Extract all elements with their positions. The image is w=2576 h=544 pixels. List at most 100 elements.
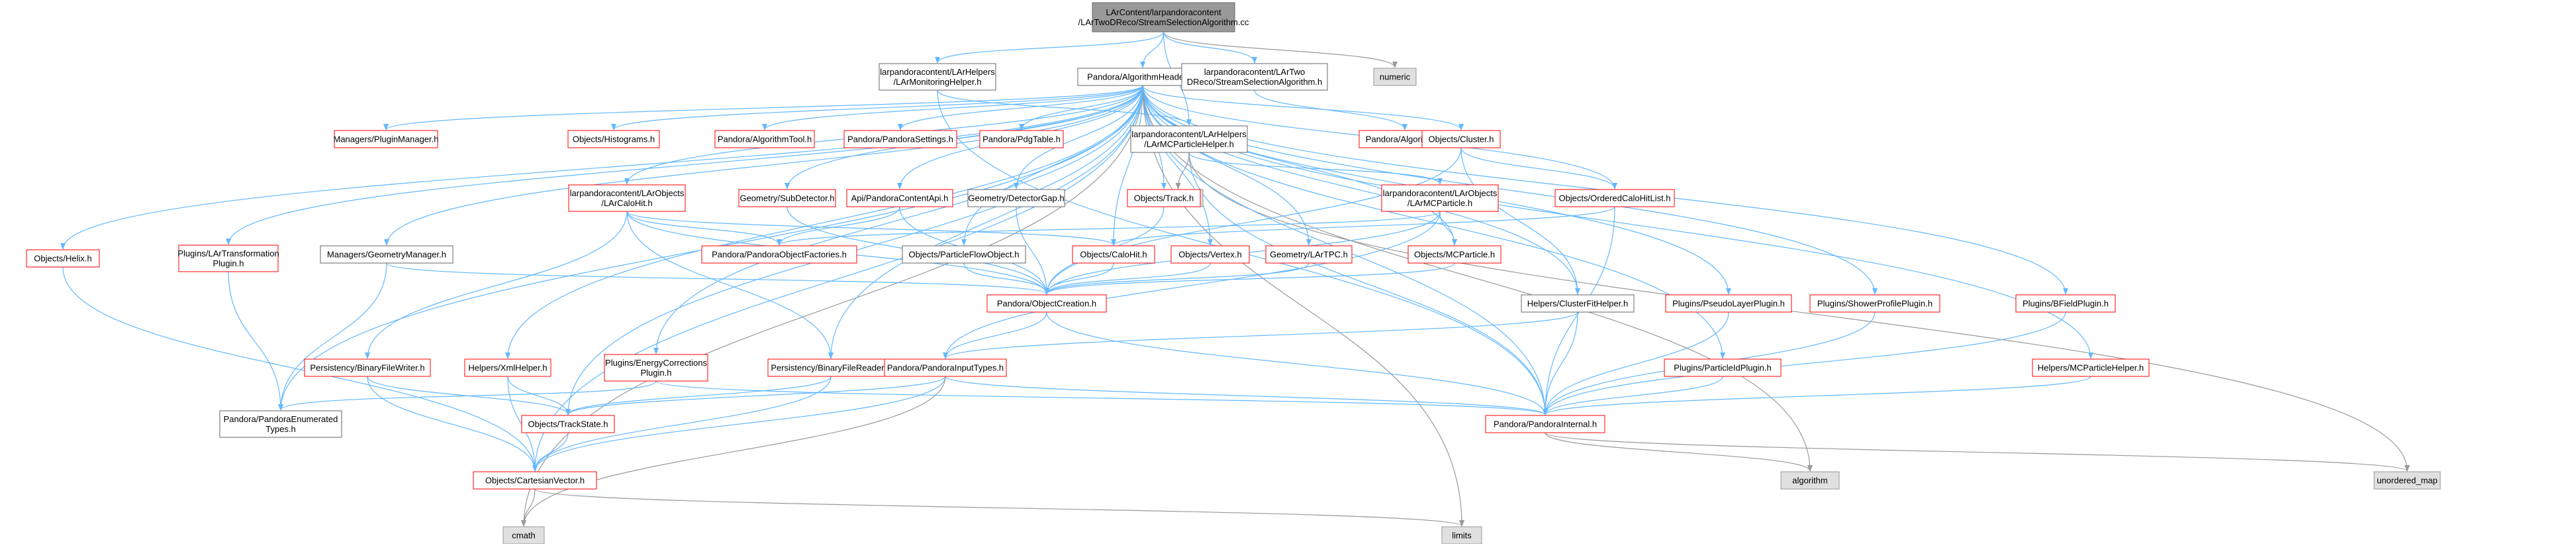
node-label: unordered_map bbox=[2377, 476, 2438, 486]
node-label: Objects/OrderedCaloHitList.h bbox=[1558, 193, 1670, 203]
node-larcalohit[interactable]: larpandoracontent/LArObjects/LArCaloHit.… bbox=[568, 184, 686, 212]
edge-algheaders-to-pdgtable bbox=[1019, 85, 1143, 131]
edge-larmcparticle-to-objfactories bbox=[777, 211, 1441, 246]
edge-vertex-to-objcreation bbox=[1044, 262, 1211, 295]
node-pluginmgr[interactable]: Managers/PluginManager.h bbox=[334, 130, 439, 148]
node-box bbox=[879, 63, 996, 91]
node-objfactories[interactable]: Pandora/PandoraObjectFactories.h bbox=[701, 245, 857, 264]
node-streamsel[interactable]: larpandoracontent/LArTwoDReco/StreamSele… bbox=[1181, 63, 1328, 91]
node-box bbox=[1485, 415, 1605, 433]
node-label: larpandoracontent/LArTwo bbox=[1204, 67, 1305, 77]
node-mcphelper[interactable]: larpandoracontent/LArHelpers/LArMCPartic… bbox=[1130, 125, 1248, 153]
node-box bbox=[902, 245, 1026, 264]
edge-algheaders-to-xmlhelper bbox=[505, 85, 1143, 359]
node-pfo[interactable]: Objects/ParticleFlowObject.h bbox=[902, 245, 1026, 264]
edge-cartesian-to-cmath bbox=[521, 488, 536, 527]
node-label: Objects/Cluster.h bbox=[1429, 135, 1494, 144]
node-showerprofile[interactable]: Plugins/ShowerProfilePlugin.h bbox=[1809, 294, 1940, 313]
edge-larmcparticle-to-mcparticle bbox=[1439, 211, 1457, 246]
node-orderedcalohit[interactable]: Objects/OrderedCaloHitList.h bbox=[1554, 189, 1675, 207]
node-box bbox=[714, 130, 815, 148]
node-box bbox=[568, 184, 686, 212]
node-box bbox=[1665, 294, 1792, 313]
node-label: Geometry/LArTPC.h bbox=[1270, 250, 1348, 260]
node-larmcparticle[interactable]: larpandoracontent/LArObjects/LArMCPartic… bbox=[1381, 184, 1499, 212]
node-algtool[interactable]: Pandora/AlgorithmTool.h bbox=[714, 130, 815, 148]
edge-algheaders-to-settings bbox=[898, 85, 1143, 131]
node-monitoring[interactable]: larpandoracontent/LArHelpers/LArMonitori… bbox=[879, 63, 996, 91]
node-lartpc[interactable]: Geometry/LArTPC.h bbox=[1265, 245, 1353, 264]
node-box bbox=[219, 410, 342, 438]
node-contentapi[interactable]: Api/PandoraContentApi.h bbox=[846, 189, 953, 207]
node-mcparticle[interactable]: Objects/MCParticle.h bbox=[1407, 245, 1502, 264]
node-box bbox=[2015, 294, 2116, 313]
node-box bbox=[767, 358, 894, 377]
node-objcreation[interactable]: Pandora/ObjectCreation.h bbox=[986, 294, 1107, 313]
edge-energycorr-to-internal bbox=[655, 380, 1548, 415]
node-pseudolayer[interactable]: Plugins/PseudoLayerPlugin.h bbox=[1665, 294, 1792, 313]
node-histograms[interactable]: Objects/Histograms.h bbox=[567, 130, 660, 148]
node-box bbox=[1407, 245, 1502, 264]
node-box bbox=[1421, 130, 1501, 148]
node-settings[interactable]: Pandora/PandoraSettings.h bbox=[843, 130, 957, 148]
node-label: larpandoracontent/LArHelpers bbox=[880, 67, 995, 77]
node-trackstate[interactable]: Objects/TrackState.h bbox=[521, 415, 615, 433]
node-binwriter[interactable]: Persistency/BinaryFileWriter.h bbox=[304, 358, 431, 377]
edge-layer bbox=[60, 31, 2410, 527]
node-vertex[interactable]: Objects/Vertex.h bbox=[1170, 245, 1250, 264]
edge-root-to-streamsel bbox=[1163, 31, 1257, 64]
node-label: LArContent/larpandoracontent bbox=[1106, 7, 1221, 17]
node-box bbox=[2032, 358, 2150, 377]
node-label: Plugins/PseudoLayerPlugin.h bbox=[1672, 299, 1785, 309]
node-calohit[interactable]: Objects/CaloHit.h bbox=[1072, 245, 1155, 264]
edge-cluster-to-orderedcalohit bbox=[1460, 147, 1617, 190]
node-box bbox=[304, 358, 431, 377]
node-clusterfit[interactable]: Helpers/ClusterFitHelper.h bbox=[1521, 294, 1635, 313]
node-helix[interactable]: Objects/Helix.h bbox=[26, 249, 100, 268]
node-detectorgap[interactable]: Geometry/DetectorGap.h bbox=[967, 189, 1065, 207]
node-geommgr[interactable]: Managers/GeometryManager.h bbox=[320, 245, 453, 264]
node-label: Plugin.h bbox=[213, 258, 244, 268]
node-box bbox=[178, 245, 279, 272]
node-label: Helpers/XmlHelper.h bbox=[468, 363, 547, 373]
node-box bbox=[1809, 294, 1940, 313]
edge-inputtypes-to-cartesian bbox=[532, 376, 946, 472]
node-track[interactable]: Objects/Track.h bbox=[1127, 189, 1201, 207]
edge-mcparticle-to-objcreation bbox=[1044, 262, 1455, 295]
node-box bbox=[26, 249, 100, 268]
edge-larmcparticle-to-inputtypes bbox=[943, 211, 1441, 359]
node-pdgtable[interactable]: Pandora/PdgTable.h bbox=[979, 130, 1064, 148]
node-xmlhelper[interactable]: Helpers/XmlHelper.h bbox=[464, 358, 551, 377]
node-label: Geometry/SubDetector.h bbox=[739, 193, 834, 203]
node-label: Api/PandoraContentApi.h bbox=[851, 193, 949, 203]
node-root[interactable]: LArContent/larpandoracontent/LArTwoDReco… bbox=[1078, 2, 1249, 32]
node-bfield[interactable]: Plugins/BFieldPlugin.h bbox=[2015, 294, 2116, 313]
edge-cluster-to-objcreation bbox=[1044, 147, 1462, 295]
node-label: larpandoracontent/LArHelpers bbox=[1131, 129, 1247, 139]
node-box bbox=[320, 245, 453, 264]
node-cluster[interactable]: Objects/Cluster.h bbox=[1421, 130, 1501, 148]
node-mcphelper2[interactable]: Helpers/MCParticleHelper.h bbox=[2032, 358, 2150, 377]
edge-inputtypes-to-trackstate bbox=[565, 376, 946, 415]
node-cartesian[interactable]: Objects/CartesianVector.h bbox=[473, 471, 597, 490]
node-inputtypes[interactable]: Pandora/PandoraInputTypes.h bbox=[884, 358, 1007, 377]
edge-algheaders-to-algorithm bbox=[1142, 85, 1813, 472]
edge-algheaders-to-histograms bbox=[611, 85, 1143, 131]
node-label: DReco/StreamSelectionAlgorithm.h bbox=[1187, 77, 1322, 87]
node-label: Persistency/BinaryFileWriter.h bbox=[310, 363, 424, 373]
node-binreader[interactable]: Persistency/BinaryFileReader.h bbox=[767, 358, 894, 377]
node-box bbox=[1265, 245, 1353, 264]
edge-inputtypes-to-cmath bbox=[521, 376, 946, 527]
node-label: /LArMonitoringHelper.h bbox=[894, 77, 982, 87]
node-label: Objects/Histograms.h bbox=[573, 135, 655, 144]
edge-algheaders-to-algtool bbox=[762, 85, 1143, 131]
node-internal[interactable]: Pandora/PandoraInternal.h bbox=[1485, 415, 1605, 433]
edge-detectorgap-to-objcreation bbox=[1016, 206, 1049, 295]
node-particleid[interactable]: Plugins/ParticleIdPlugin.h bbox=[1664, 358, 1782, 377]
node-subdetector[interactable]: Geometry/SubDetector.h bbox=[738, 189, 836, 207]
edge-mcphelper-to-unordered_map bbox=[1188, 152, 2410, 472]
node-box bbox=[843, 130, 957, 148]
